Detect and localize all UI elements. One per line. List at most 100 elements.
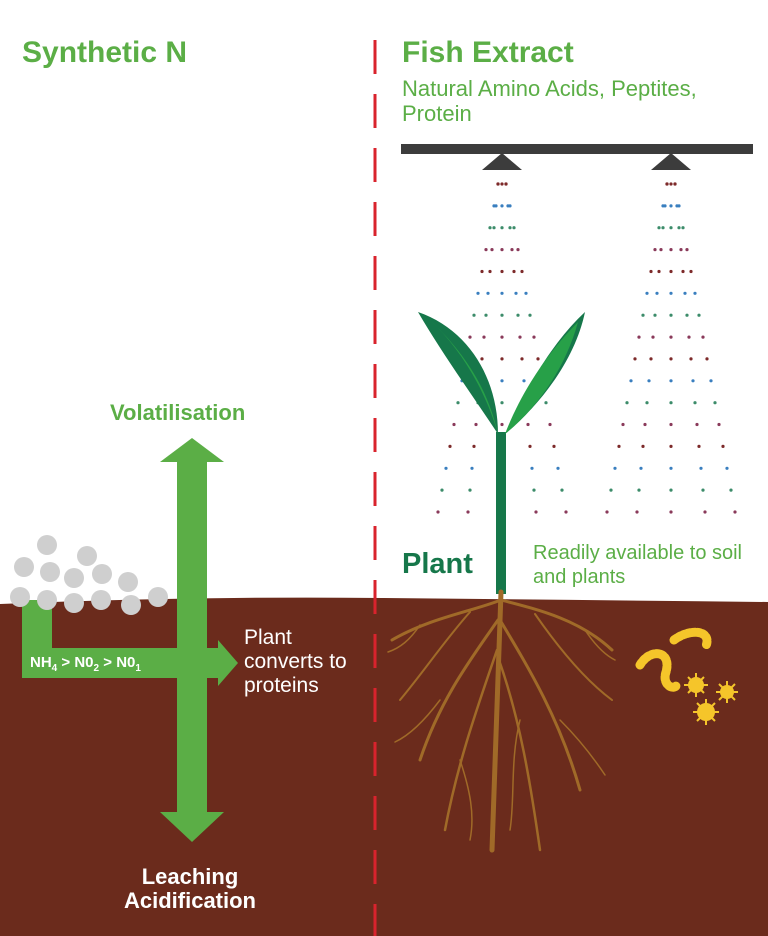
spray-droplet bbox=[500, 422, 504, 427]
spray-droplet bbox=[669, 226, 673, 230]
spray-droplet bbox=[512, 269, 516, 274]
spray-droplet bbox=[564, 510, 568, 514]
spray-droplet bbox=[510, 248, 514, 252]
spray-droplet bbox=[695, 422, 699, 427]
spray-droplet bbox=[651, 335, 655, 339]
spray-droplet bbox=[516, 313, 520, 317]
spray-droplet bbox=[514, 291, 518, 295]
availability-label: Readily available to soil and plants bbox=[533, 542, 743, 588]
spray-droplet bbox=[661, 226, 665, 230]
spray-droplet bbox=[466, 510, 470, 514]
spray-droplet bbox=[677, 226, 681, 230]
spray-droplet bbox=[649, 357, 653, 361]
spray-droplet bbox=[520, 357, 524, 361]
spray-droplet bbox=[452, 422, 456, 427]
spray-droplet bbox=[641, 313, 645, 317]
spray-droplet bbox=[500, 248, 504, 252]
spray-droplet bbox=[532, 488, 536, 492]
spray-droplet bbox=[673, 182, 677, 186]
spray-droplet bbox=[500, 335, 504, 339]
spray-droplet bbox=[693, 401, 697, 405]
spray-droplet bbox=[534, 510, 538, 514]
spray-droplet bbox=[639, 466, 643, 470]
conversion-arrow bbox=[22, 600, 238, 686]
spray-droplet bbox=[633, 357, 637, 361]
spray-droplet bbox=[669, 335, 673, 339]
spray-droplet bbox=[508, 204, 512, 208]
spray-droplet bbox=[526, 422, 530, 427]
spray-droplet bbox=[669, 466, 673, 470]
spray-droplet bbox=[643, 422, 647, 427]
spray-droplet bbox=[709, 379, 713, 383]
spray-droplet bbox=[669, 313, 673, 317]
spray-droplet bbox=[681, 226, 685, 230]
spray-droplet bbox=[621, 422, 625, 427]
spray-droplet bbox=[669, 269, 673, 274]
spray-droplet bbox=[669, 379, 673, 383]
spray-droplet bbox=[492, 226, 496, 230]
plant-label: Plant bbox=[402, 548, 473, 580]
spray-droplet bbox=[641, 444, 645, 448]
spray-droplet bbox=[544, 401, 548, 405]
spray-droplet bbox=[669, 291, 673, 295]
spray-droplet bbox=[528, 444, 532, 448]
spray-droplet bbox=[657, 226, 661, 230]
spray-droplet bbox=[721, 444, 725, 448]
spray-droplet bbox=[669, 182, 673, 186]
spray-droplet bbox=[725, 466, 729, 470]
spray-droplet bbox=[657, 269, 661, 274]
spray-droplet bbox=[444, 466, 448, 470]
spray-droplet bbox=[472, 444, 476, 448]
spray-droplet bbox=[605, 510, 609, 514]
spray-droplet bbox=[480, 357, 484, 361]
spray-droplet bbox=[705, 357, 709, 361]
synthetic-n-title: Synthetic N bbox=[22, 36, 188, 69]
spray-droplet bbox=[524, 291, 528, 295]
spray-droplet bbox=[645, 401, 649, 405]
spray-droplet bbox=[504, 182, 508, 186]
spray-droplet bbox=[528, 313, 532, 317]
spray-droplet bbox=[691, 379, 695, 383]
spray-droplet bbox=[484, 313, 488, 317]
spray-droplet bbox=[701, 488, 705, 492]
spray-droplet bbox=[500, 291, 504, 295]
spray-droplet bbox=[440, 488, 444, 492]
spray-droplet bbox=[649, 269, 653, 274]
spray-droplet bbox=[669, 357, 673, 361]
spray-droplet bbox=[480, 269, 484, 274]
acidification-label: Acidification bbox=[123, 888, 256, 913]
spray-droplet bbox=[693, 291, 697, 295]
spray-droplet bbox=[669, 510, 673, 514]
spray-droplet bbox=[613, 466, 617, 470]
spray-droplet bbox=[685, 313, 689, 317]
spray-droplet bbox=[500, 401, 504, 405]
worm-1 bbox=[669, 627, 712, 651]
spray-droplet bbox=[468, 488, 472, 492]
spray-droplet bbox=[665, 182, 669, 186]
spray-droplet bbox=[500, 357, 504, 361]
spray-droplet bbox=[713, 401, 717, 405]
spray-droplet bbox=[548, 422, 552, 427]
spray-droplet bbox=[500, 269, 504, 274]
spray-droplet bbox=[500, 226, 504, 230]
spray-droplet bbox=[697, 444, 701, 448]
spray-droplet bbox=[637, 488, 641, 492]
spray-droplet bbox=[669, 444, 673, 448]
spray-droplet bbox=[456, 401, 460, 405]
converts-label: Plant converts to proteins bbox=[244, 626, 347, 697]
spray-droplet bbox=[500, 204, 504, 208]
nitrogen-formula: NH4 > N02 > N01 bbox=[30, 654, 141, 674]
spray-droplet bbox=[512, 226, 516, 230]
spray-droplet bbox=[468, 335, 472, 339]
spray-droplet bbox=[669, 488, 673, 492]
spray-droplet bbox=[703, 510, 707, 514]
spray-droplet bbox=[436, 510, 440, 514]
spray-droplet bbox=[669, 422, 673, 427]
spray-droplet bbox=[522, 379, 526, 383]
spray-droplet bbox=[629, 379, 633, 383]
sprinkler-bar bbox=[401, 144, 753, 170]
spray-droplet bbox=[472, 313, 476, 317]
spray-droplet bbox=[659, 248, 663, 252]
spray-droplet bbox=[687, 335, 691, 339]
